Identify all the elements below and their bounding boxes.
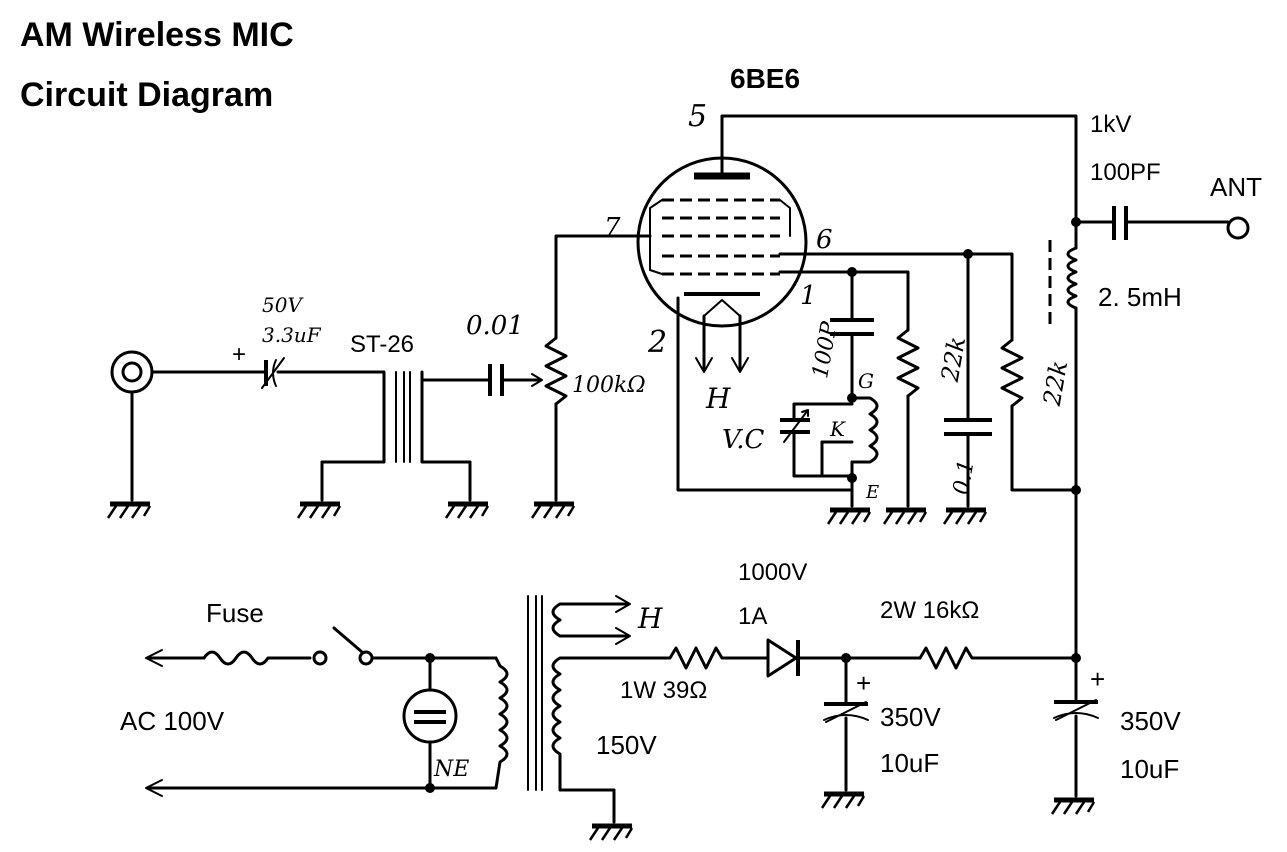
osc-e-label: E [865,482,879,503]
input-cap-value: 3.3uF [262,323,322,347]
vc-label: V.C [722,425,764,455]
transformer-label: ST-26 [350,331,414,358]
secondary-label: 150V [596,730,657,760]
series-resistor-label: 1W 39Ω [620,677,707,704]
tube-pin5: 5 [688,99,707,134]
tube-pin7: 7 [604,213,621,243]
input-cap-voltage: 50V [262,293,304,317]
rf-choke [1048,220,1078,492]
title-line2: Circuit Diagram [20,76,273,114]
diode-voltage: 1000V [738,559,807,586]
tube-pin2: 2 [647,325,667,360]
tube-pin6: 6 [816,225,833,255]
c2-voltage: 350V [1120,706,1181,736]
tube-6be6: 6BE6 5 7 6 1 2 [604,63,833,360]
c1-plus: + [856,668,871,698]
rectifier-diode [766,638,800,678]
tube-pin1: 1 [800,281,817,311]
diode-current: 1A [738,603,767,630]
screen-resistor-label: 22k [1038,358,1074,408]
pot-label: 100kΩ [572,373,646,398]
c2-capacitance: 10uF [1120,754,1179,784]
choke-label: 2. 5mH [1098,282,1182,312]
bypass-cap-label: 0.1 [949,458,980,497]
antenna-terminal [1226,216,1250,240]
osc-k-label: K [829,417,846,441]
input-jack [110,350,154,394]
tube-name: 6BE6 [730,63,800,94]
grid-resistor-label: 22k [936,334,972,384]
fuse-label: Fuse [206,598,264,628]
osc-g-label: G [858,369,874,393]
transformer-st26 [320,370,472,502]
osc-cap-label: 100P [808,319,843,380]
input-cap-plus: + [232,341,246,368]
neon-lamp [402,656,458,790]
c1-voltage: 350V [880,702,941,732]
ac-label: AC 100V [120,706,225,736]
antenna-label: ANT [1210,172,1262,202]
c2-plus: + [1090,664,1105,694]
title-line1: AM Wireless MIC [20,16,294,54]
tube-heater-label: H [705,382,731,415]
output-cap-voltage: 1kV [1090,111,1131,138]
output-cap-value: 100PF [1090,159,1161,186]
c1-capacitance: 10uF [880,748,939,778]
drop-resistor-label: 2W 16kΩ [880,597,979,624]
power-heater-label: H [637,602,663,635]
neon-label: NE [433,757,469,782]
coupling-cap-label: 0.01 [466,311,524,341]
